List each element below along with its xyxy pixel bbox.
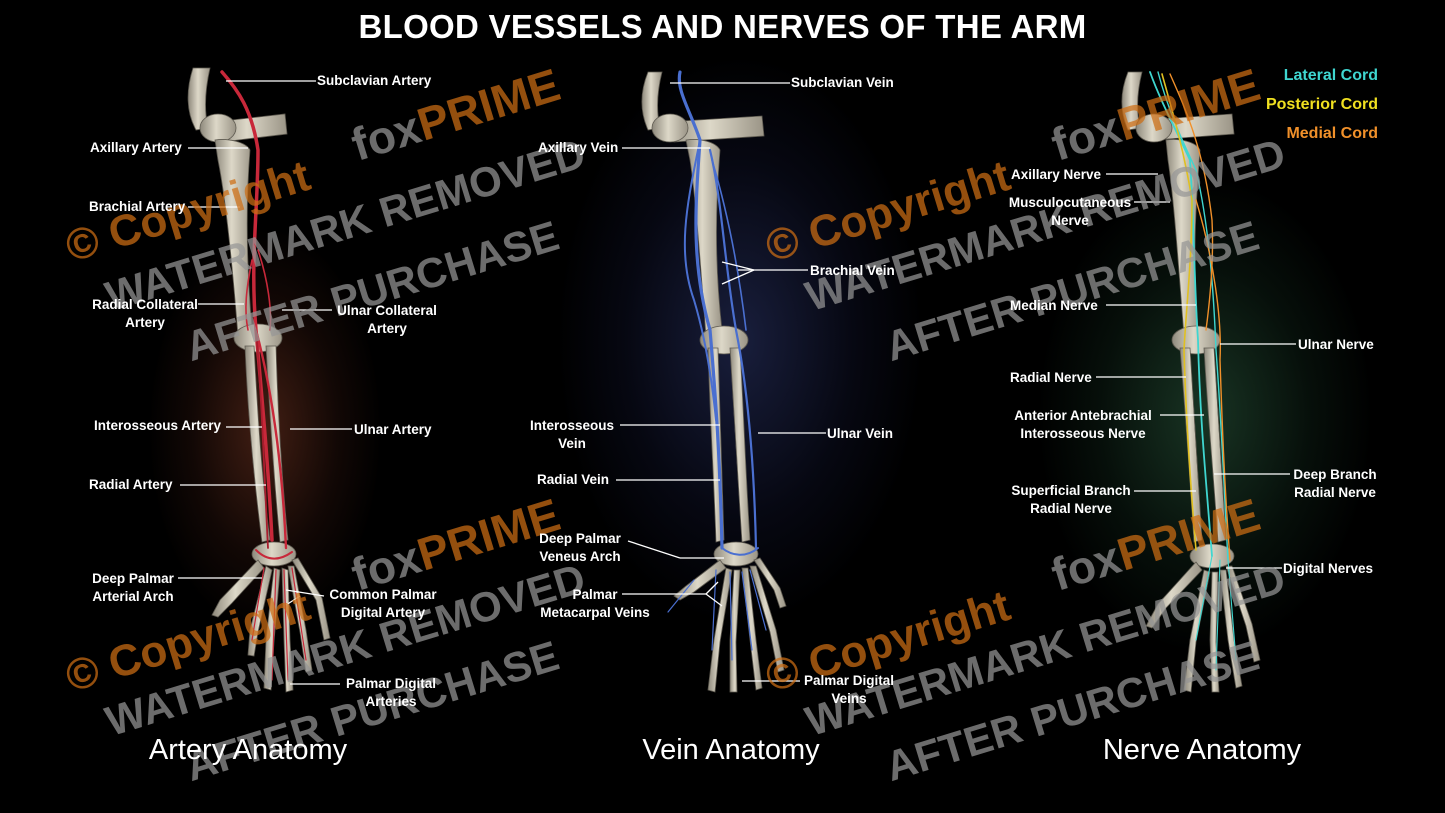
vein-vessels <box>667 70 767 661</box>
vein-arm-bones <box>641 71 787 693</box>
page-title: BLOOD VESSELS AND NERVES OF THE ARM <box>358 8 1087 45</box>
label-ulnar-nerve: Ulnar Nerve <box>1298 337 1374 352</box>
caption-vein-anatomy: Vein Anatomy <box>642 734 820 766</box>
legend-lateral-cord: Lateral Cord <box>1283 67 1378 84</box>
label-axillary-nerve: Axillary Nerve <box>1011 167 1102 182</box>
caption-artery-anatomy: Artery Anatomy <box>148 734 348 766</box>
label-subclavian-artery: Subclavian Artery <box>317 73 432 88</box>
label-deep-palmar-veneus-arch: Deep Palmar Veneus Arch <box>539 531 621 564</box>
legend-posterior-cord: Posterior Cord <box>1265 96 1378 113</box>
label-musculocutaneous-nerve: Musculocutaneous Nerve <box>1008 195 1132 228</box>
caption-nerve-anatomy: Nerve Anatomy <box>1102 734 1302 766</box>
label-deep-branch-radial-nerve: Deep Branch Radial Nerve <box>1293 467 1377 500</box>
label-brachial-artery: Brachial Artery <box>89 199 186 214</box>
label-deep-palmar-arterial-arch: Deep Palmar Arterial Arch <box>92 571 174 604</box>
label-palmar-digital-veins: Palmar Digital Veins <box>803 673 895 706</box>
artery-vessels <box>220 70 307 681</box>
label-radial-nerve: Radial Nerve <box>1010 370 1092 385</box>
label-subclavian-vein: Subclavian Vein <box>791 75 894 90</box>
label-brachial-vein: Brachial Vein <box>810 263 895 278</box>
legend-medial-cord: Medial Cord <box>1286 125 1378 142</box>
label-axillary-artery: Axillary Artery <box>90 140 182 155</box>
label-palmar-digital-arteries: Palmar Digital Arteries <box>345 676 437 709</box>
label-ulnar-vein: Ulnar Vein <box>827 426 894 441</box>
label-ulnar-collateral-artery: Ulnar Collateral Artery <box>337 303 437 336</box>
label-common-palmar-digital-artery: Common Palmar Digital Artery <box>329 587 437 620</box>
label-interosseous-vein: Interosseous Vein <box>529 418 615 451</box>
label-radial-vein: Radial Vein <box>537 472 610 487</box>
nerve-fibers <box>1149 71 1237 671</box>
label-anterior-antebrachial-interosseous-nerve: Anterior Antebrachial Interosseous Nerve <box>1014 408 1152 441</box>
label-palmar-metacarpal-veins: Palmar Metacarpal Veins <box>540 587 650 620</box>
label-radial-collateral-artery: Radial Collateral Artery <box>92 297 198 330</box>
label-radial-artery: Radial Artery <box>89 477 173 492</box>
label-digital-nerves: Digital Nerves <box>1283 561 1374 576</box>
label-superficial-branch-radial-nerve: Superficial Branch Radial Nerve <box>1011 483 1131 516</box>
label-axillary-vein: Axillary Vein <box>538 140 619 155</box>
label-ulnar-artery: Ulnar Artery <box>354 422 432 437</box>
label-median-nerve: Median Nerve <box>1010 298 1098 313</box>
leader-lines <box>178 80 1296 685</box>
label-interosseous-artery: Interosseous Artery <box>94 418 222 433</box>
